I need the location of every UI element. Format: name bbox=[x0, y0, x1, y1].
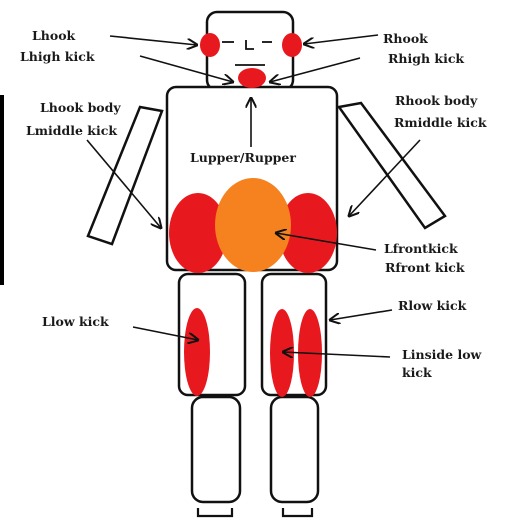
label-llow-kick: Llow kick bbox=[42, 314, 109, 329]
target-rhook bbox=[282, 33, 302, 57]
left-foot bbox=[198, 508, 232, 516]
label-rhook-body: Rhook body bbox=[395, 93, 478, 108]
right-shin bbox=[271, 397, 318, 502]
label-rhook: Rhook bbox=[383, 31, 428, 46]
arrow-lhook bbox=[110, 36, 197, 45]
label-lhigh-kick: Lhigh kick bbox=[20, 49, 95, 64]
arrow-rhook bbox=[304, 35, 378, 44]
target-upper bbox=[238, 68, 266, 88]
left-shin bbox=[192, 397, 240, 502]
label-lmiddle-kick: Lmiddle kick bbox=[26, 123, 117, 138]
target-frontkick bbox=[215, 178, 291, 272]
right-foot bbox=[283, 508, 312, 516]
label-rlow-kick: Rlow kick bbox=[398, 298, 467, 313]
label-lhook-body: Lhook body bbox=[40, 100, 121, 115]
target-llow bbox=[184, 308, 210, 396]
arrow-rlow bbox=[330, 310, 392, 320]
left-edge-bar bbox=[0, 95, 4, 285]
label-rhigh-kick: Rhigh kick bbox=[388, 51, 464, 66]
label-lhook: Lhook bbox=[32, 28, 76, 43]
label-rmiddle-kick: Rmiddle kick bbox=[394, 115, 487, 130]
target-lhook bbox=[200, 33, 220, 57]
label-lfrontkick: Lfrontkick bbox=[384, 241, 458, 256]
label-linside-low-kick: kick bbox=[402, 365, 432, 380]
label-rfront-kick: Rfront kick bbox=[385, 260, 465, 275]
label-linside-low: Linside low bbox=[402, 347, 483, 362]
label-lupper-rupper: Lupper/Rupper bbox=[190, 150, 296, 165]
